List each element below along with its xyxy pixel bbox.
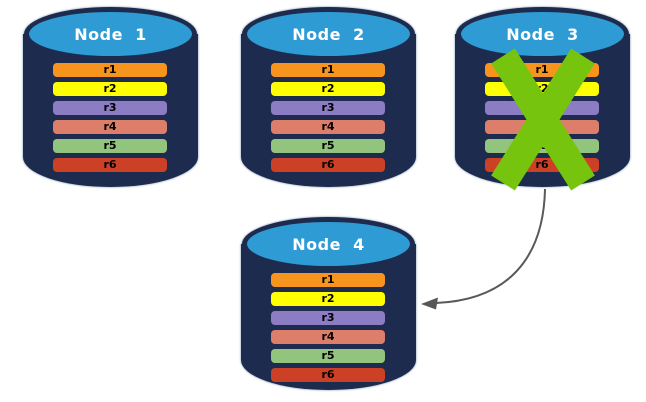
- replica-label: r1: [321, 63, 335, 76]
- replica-label: r5: [321, 349, 335, 362]
- replica-bar-r4: r4: [271, 120, 385, 134]
- replica-bar-r5: r5: [53, 139, 167, 153]
- replica-label: r5: [103, 139, 117, 152]
- replica-bar-r6: r6: [485, 158, 599, 172]
- replica-label: r2: [321, 292, 335, 305]
- node-1-cylinder-top: Node 1: [24, 7, 197, 61]
- node-4-title: Node 4: [292, 234, 365, 254]
- replica-label: r3: [535, 101, 549, 114]
- replica-bar-r6: r6: [271, 158, 385, 172]
- replica-bar-r5: r5: [271, 349, 385, 363]
- node-3-replica-stack: r1 r2 r3 r4 r5 r6: [485, 63, 599, 172]
- replica-bar-r1: r1: [485, 63, 599, 77]
- node-4-cylinder-top: Node 4: [242, 217, 415, 271]
- replica-bar-r2: r2: [271, 292, 385, 306]
- replica-label: r2: [321, 82, 335, 95]
- replica-bar-r3: r3: [53, 101, 167, 115]
- replica-bar-r4: r4: [271, 330, 385, 344]
- node-4-replica-stack: r1 r2 r3 r4 r5 r6: [271, 273, 385, 382]
- replica-label: r4: [321, 330, 335, 343]
- replica-bar-r3: r3: [485, 101, 599, 115]
- replica-label: r5: [321, 139, 335, 152]
- replica-label: r2: [535, 82, 549, 95]
- node-3-title: Node 3: [506, 24, 579, 44]
- replica-label: r3: [321, 101, 335, 114]
- replica-bar-r1: r1: [271, 63, 385, 77]
- replica-label: r6: [321, 368, 335, 381]
- replica-label: r5: [535, 139, 549, 152]
- arrowhead-icon: [421, 297, 438, 310]
- replica-label: r6: [103, 158, 117, 171]
- replica-bar-r3: r3: [271, 101, 385, 115]
- replica-label: r1: [321, 273, 335, 286]
- replica-label: r1: [103, 63, 117, 76]
- replica-bar-r2: r2: [271, 82, 385, 96]
- replica-bar-r4: r4: [53, 120, 167, 134]
- node-1: Node 1 r1 r2 r3 r4 r5 r6: [23, 7, 198, 187]
- replica-bar-r4: r4: [485, 120, 599, 134]
- replica-bar-r1: r1: [271, 273, 385, 287]
- node-3: Node 3 r1 r2 r3 r4 r5 r6: [455, 7, 630, 187]
- node-3-cylinder-top: Node 3: [456, 7, 629, 61]
- replica-label: r4: [103, 120, 117, 133]
- transfer-arrow: [421, 188, 546, 310]
- node-2-title: Node 2: [292, 24, 365, 44]
- replica-label: r1: [535, 63, 549, 76]
- replica-label: r3: [103, 101, 117, 114]
- replica-bar-r1: r1: [53, 63, 167, 77]
- replica-bar-r3: r3: [271, 311, 385, 325]
- node-1-title: Node 1: [74, 24, 147, 44]
- replica-label: r2: [103, 82, 117, 95]
- replica-bar-r5: r5: [485, 139, 599, 153]
- replica-bar-r2: r2: [53, 82, 167, 96]
- node-2-replica-stack: r1 r2 r3 r4 r5 r6: [271, 63, 385, 172]
- node-4: Node 4 r1 r2 r3 r4 r5 r6: [241, 217, 416, 390]
- replica-label: r6: [535, 158, 549, 171]
- replica-bar-r6: r6: [53, 158, 167, 172]
- replica-bar-r6: r6: [271, 368, 385, 382]
- node-1-replica-stack: r1 r2 r3 r4 r5 r6: [53, 63, 167, 172]
- node-2-cylinder-top: Node 2: [242, 7, 415, 61]
- replica-label: r3: [321, 311, 335, 324]
- replica-label: r4: [535, 120, 549, 133]
- replica-label: r6: [321, 158, 335, 171]
- node-2: Node 2 r1 r2 r3 r4 r5 r6: [241, 7, 416, 187]
- replica-bar-r5: r5: [271, 139, 385, 153]
- replica-label: r4: [321, 120, 335, 133]
- replica-bar-r2: r2: [485, 82, 599, 96]
